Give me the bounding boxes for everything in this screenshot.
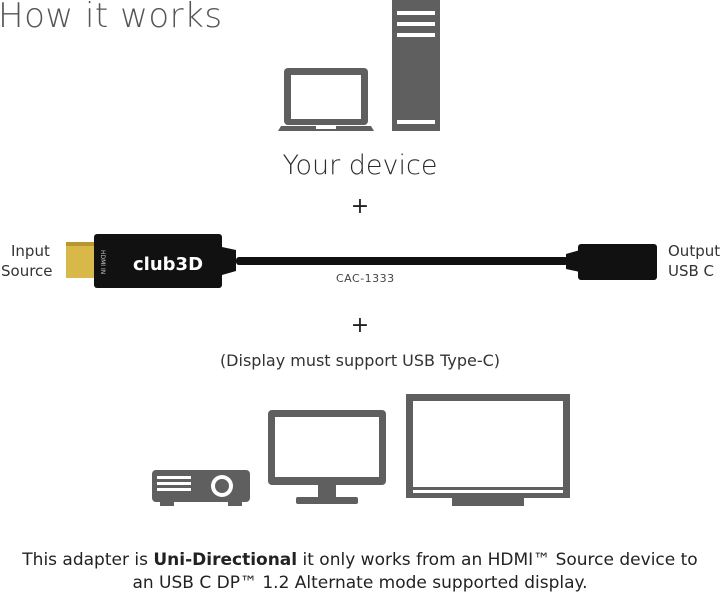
input-source-label: Input Source bbox=[1, 241, 53, 281]
page-title: How it works bbox=[0, 0, 223, 36]
cable-adapter: HDMI IN club3D bbox=[66, 234, 657, 288]
note-bold: Uni-Directional bbox=[153, 550, 298, 570]
note-line2: an USB C DP™ 1.2 Alternate mode supporte… bbox=[132, 573, 588, 593]
output-label-line2: USB C bbox=[668, 262, 715, 280]
direction-note: This adapter is Uni-Directional it only … bbox=[0, 549, 720, 595]
input-label-line1: Input bbox=[11, 242, 50, 260]
laptop-icon bbox=[278, 68, 374, 131]
connector-brand: club3D bbox=[133, 254, 203, 275]
your-device-label: Your device bbox=[282, 150, 438, 181]
connector-port-text: HDMI IN bbox=[99, 250, 106, 274]
output-usbc-label: Output USB C bbox=[668, 241, 720, 281]
note-line1-rest: it only works from an HDMI™ Source devic… bbox=[297, 550, 698, 570]
input-label-line2: Source bbox=[1, 262, 53, 280]
projector-icon bbox=[152, 470, 250, 506]
display-requirement: (Display must support USB Type-C) bbox=[219, 351, 501, 370]
model-number: CAC-1333 bbox=[336, 272, 395, 285]
note-line1: This adapter is Uni-Directional it only … bbox=[0, 549, 720, 572]
output-label-line1: Output bbox=[668, 242, 720, 260]
plus-sign-2: + bbox=[350, 313, 370, 338]
tv-icon bbox=[406, 394, 570, 506]
tower-pc-icon bbox=[392, 0, 440, 131]
plus-sign: + bbox=[350, 194, 370, 219]
note-prefix: This adapter is bbox=[22, 550, 154, 570]
monitor-icon bbox=[268, 410, 386, 504]
